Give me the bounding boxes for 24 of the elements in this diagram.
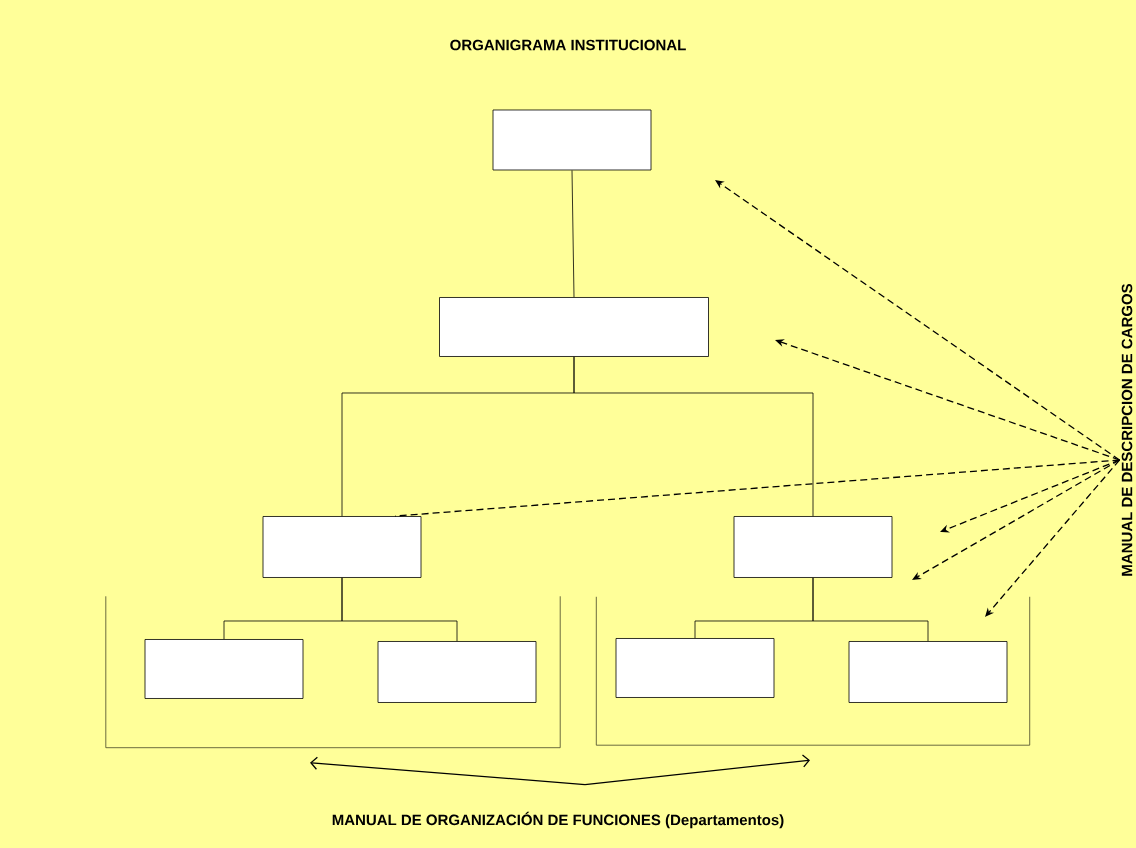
- dashed-line: [394, 459, 1121, 517]
- org-box: [492, 109, 652, 171]
- title: ORGANIGRAMA INSTITUCIONAL: [450, 39, 686, 51]
- bracket: [105, 595, 561, 749]
- arrow: [715, 180, 1121, 461]
- connector-line: [812, 577, 929, 642]
- org-box: [733, 516, 893, 578]
- bracket: [595, 596, 1031, 746]
- arrow: [985, 459, 1121, 617]
- arrow: [775, 339, 1121, 461]
- connector-line: [341, 577, 458, 642]
- connector-line: [573, 356, 814, 517]
- org-box: [848, 641, 1008, 703]
- org-box: [377, 641, 537, 703]
- org-box: [439, 297, 709, 357]
- org-box: [262, 516, 422, 578]
- label-text: MANUAL DE DESCRIPCION DE CARGOS: [1121, 283, 1133, 576]
- arrow: [584, 754, 810, 786]
- arrow: [310, 756, 586, 786]
- arrow: [912, 459, 1121, 580]
- org-box: [615, 638, 775, 698]
- org-box: [144, 639, 304, 699]
- connector-line: [571, 170, 575, 298]
- label-text: MANUAL DE ORGANIZACIÓN DE FUNCIONES (Departamentos): [332, 811, 784, 829]
